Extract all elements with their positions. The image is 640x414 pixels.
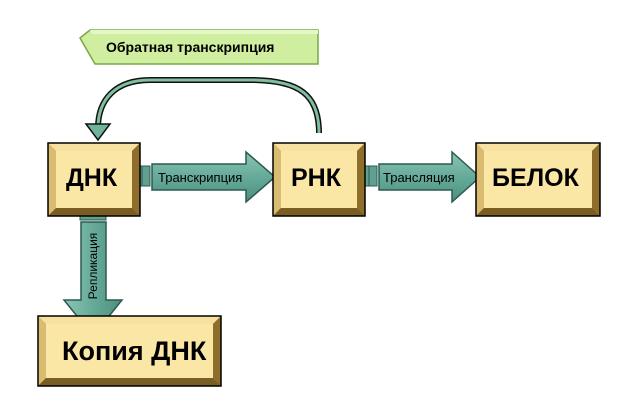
dna-copy-box — [37, 315, 222, 387]
protein-box — [475, 142, 601, 217]
dna-copy-label: Копия ДНК — [62, 336, 207, 366]
dna-label: ДНК — [66, 164, 118, 192]
reverse-transcription-label: Обратная транскрипция — [106, 39, 275, 55]
protein-label: БЕЛОК — [492, 164, 579, 192]
dna-box — [47, 142, 141, 217]
rna-label: РНК — [291, 164, 341, 192]
reverse-transcription-arrow — [84, 77, 322, 142]
transcription-label: Транскрипция — [158, 170, 243, 185]
rna-box — [272, 142, 366, 217]
translation-label: Трансляция — [383, 170, 455, 185]
reverse-transcription-banner — [79, 29, 319, 65]
replication-label: Репликация — [86, 232, 100, 300]
